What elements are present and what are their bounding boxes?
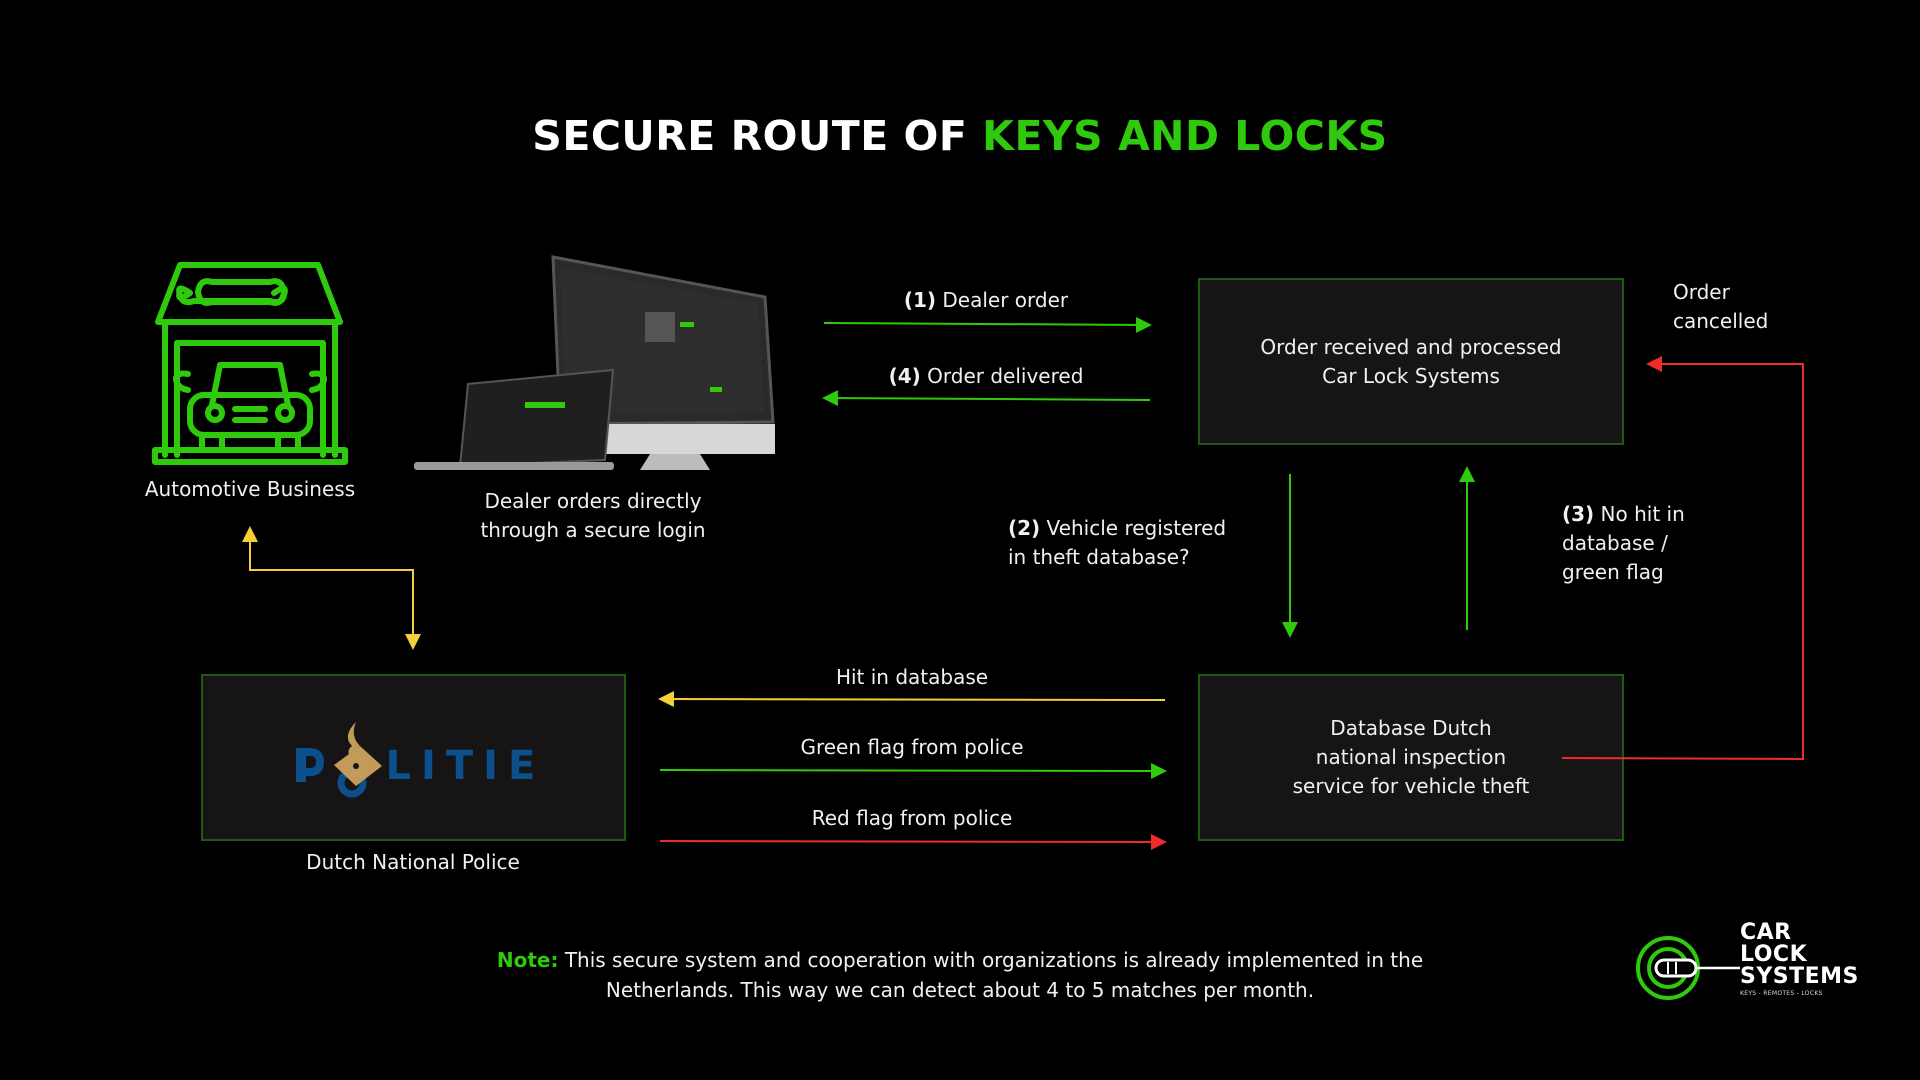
key-rings-icon (1636, 936, 1740, 1000)
step1-label: (1) Dealer order (836, 286, 1136, 315)
step3-line3: green flag (1562, 560, 1664, 584)
logo-tagline: KEYS - REMOTES - LOCKS (1740, 990, 1823, 997)
step3-number: (3) (1562, 502, 1595, 526)
step3-line2: database / (1562, 531, 1668, 555)
dealer-label-line1: Dealer orders directly (484, 489, 702, 513)
police-box: LITIE (201, 674, 626, 841)
step2-text: Vehicle registered (1040, 516, 1227, 540)
car-lock-box-line1: Order received and processed (1260, 334, 1562, 359)
footer-note: Note: This secure system and cooperation… (0, 945, 1920, 1005)
database-box-line1: Database Dutch (1330, 716, 1492, 740)
logo-line1: CAR (1740, 920, 1792, 945)
step4-text: Order delivered (920, 364, 1084, 388)
devices-mockup-icon (410, 252, 780, 474)
step4-number: (4) (888, 364, 921, 388)
database-box-line2: national inspection (1315, 745, 1507, 769)
order-cancelled-line1: Order (1673, 280, 1730, 304)
page-title: SECURE ROUTE OF KEYS AND LOCKS (0, 112, 1920, 160)
politie-logo: LITIE (294, 718, 535, 798)
step2-label: (2) Vehicle registered in theft database… (1008, 514, 1226, 572)
order-cancelled-label: Order cancelled (1673, 278, 1768, 336)
database-box-line3: service for vehicle theft (1292, 774, 1530, 798)
automotive-business-node (150, 260, 350, 465)
step1-number: (1) (903, 288, 937, 312)
note-line1: This secure system and cooperation with … (558, 948, 1424, 972)
arrow-green-flag (659, 762, 1167, 779)
car-lock-systems-logo (1634, 924, 1740, 1014)
car-lock-systems-box: Order received and processed Car Lock Sy… (1198, 278, 1624, 445)
step2-line2: in theft database? (1008, 545, 1190, 569)
politie-logo-text: LITIE (385, 742, 546, 789)
dealer-label: Dealer orders directly through a secure … (443, 487, 743, 545)
logo-line3: SYSTEMS (1740, 964, 1859, 989)
step4-label: (4) Order delivered (836, 362, 1136, 391)
order-cancelled-line2: cancelled (1673, 309, 1769, 333)
title-part-white: SECURE ROUTE OF (532, 112, 983, 160)
garage-car-icon (152, 262, 348, 465)
politie-emblem-icon (295, 721, 382, 797)
hit-in-database-label: Hit in database (835, 665, 989, 689)
note-line2: Netherlands. This way we can detect abou… (605, 978, 1315, 1002)
arrow-order-delivered (822, 390, 1151, 407)
dealer-label-line2: through a secure login (480, 518, 706, 542)
theft-database-box: Database Dutch national inspection servi… (1198, 674, 1624, 841)
note-key: Note: (496, 948, 559, 972)
step3-text: No hit in (1594, 502, 1685, 526)
automotive-business-label: Automotive Business (144, 477, 356, 501)
logo-wordmark: CAR LOCK SYSTEMS (1740, 922, 1859, 988)
title-part-green: KEYS AND LOCKS (982, 112, 1388, 160)
step2-number: (2) (1008, 516, 1041, 540)
arrow-police-automotive (242, 526, 414, 646)
step1-text: Dealer order (936, 288, 1069, 312)
arrow-hit-in-database (658, 691, 1166, 708)
step3-label: (3) No hit in database / green flag (1562, 500, 1685, 587)
police-label: Dutch National Police (306, 850, 520, 874)
red-flag-label: Red flag from police (811, 806, 1013, 830)
arrow-red-flag (659, 833, 1167, 850)
car-lock-box-line2: Car Lock Systems (1322, 363, 1500, 388)
arrow-dealer-order (823, 316, 1152, 333)
logo-line2: LOCK (1740, 942, 1808, 967)
green-flag-label: Green flag from police (800, 735, 1024, 759)
